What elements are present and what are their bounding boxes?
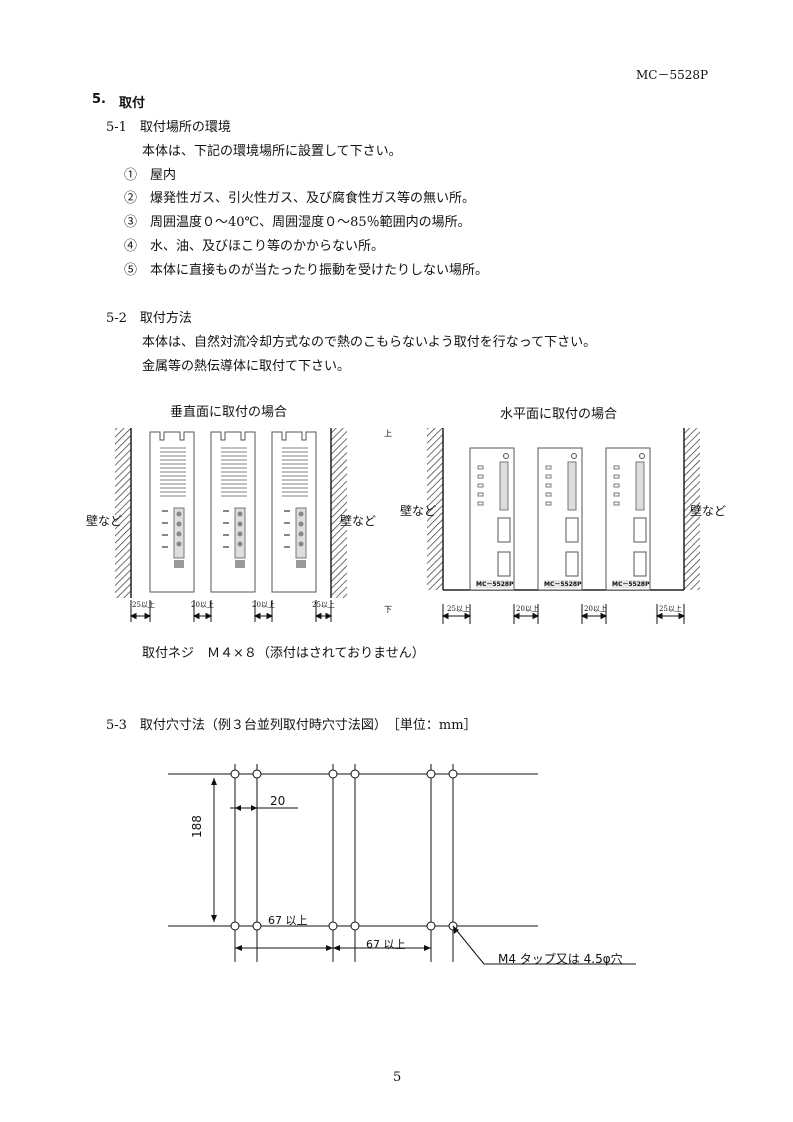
mounting-line-1: 本体は、自然対流冷却方式なので熱のこもらないよう取付を行なって下さい。 xyxy=(142,335,597,350)
horizontal-unit-3 xyxy=(605,447,651,591)
environment-item-4: ④ 水、油、及びほこり等のかからない所。 xyxy=(124,239,385,254)
environment-item-2: ② 爆発性ガス、引火性ガス、及び腐食性ガス等の無い所。 xyxy=(124,191,476,206)
vertical-mount-title: 垂直面に取付の場合 xyxy=(170,405,288,420)
environment-item-3: ③ 周囲温度０～40℃、周囲湿度０～85％範囲内の場所。 xyxy=(124,215,471,230)
unit-model-label-2: MC－5528P xyxy=(544,581,582,588)
vertical-unit-2 xyxy=(210,431,256,593)
subsection-heading-5-1: 5-1 取付場所の環境 xyxy=(106,120,231,135)
left-wall-hatch xyxy=(115,428,131,598)
wall-label-mid-right: 壁など xyxy=(400,504,437,518)
environment-item-5: ⑤ 本体に直接ものが当たったり振動を受けたりしない場所。 xyxy=(124,263,489,278)
dim-67-label-b: 67 以上 xyxy=(366,938,406,951)
screw-note: 取付ネジ Ｍ４×８（添付はされておりません） xyxy=(142,646,425,661)
horizontal-unit-2 xyxy=(537,447,583,591)
doc-code: MC－5528P xyxy=(636,68,709,82)
horizontal-unit-1 xyxy=(469,447,515,591)
h-gap-label-3: 20以上 xyxy=(584,605,607,613)
wall-label-right: 壁など xyxy=(690,504,727,518)
horizontal-gap-arrows xyxy=(441,604,686,624)
v-gap-label-3: 20以上 xyxy=(252,601,275,609)
hole-spec-label: M4 タップ又は 4.5φ穴 xyxy=(498,952,623,966)
subsection-heading-5-2: 5-2 取付方法 xyxy=(106,311,192,326)
v-gap-label-4: 25以上 xyxy=(312,601,335,609)
right-wall-hatch xyxy=(331,428,347,598)
v-gap-label-1: 25以上 xyxy=(132,601,155,609)
horizontal-mount-title: 水平面に取付の場合 xyxy=(500,407,618,422)
dim-188-label: 188 xyxy=(190,815,204,838)
vertical-unit-1 xyxy=(149,431,195,593)
section-number: 5. xyxy=(92,92,106,107)
vertical-unit-3 xyxy=(271,431,317,593)
wall-label-mid-left: 壁など xyxy=(340,514,377,528)
subsection-heading-5-3: 5-3 取付穴寸法（例３台並列取付時穴寸法図） ［単位：mm］ xyxy=(106,718,477,733)
up-label: 上 xyxy=(384,429,392,438)
h-gap-label-2: 20以上 xyxy=(516,605,539,613)
dim-67-label-a: 67 以上 xyxy=(268,914,308,927)
unit-model-label-3: MC－5528P xyxy=(612,581,650,588)
page-number: 5 xyxy=(393,1070,402,1085)
down-label: 下 xyxy=(384,605,392,614)
environment-intro: 本体は、下記の環境場所に設置して下さい。 xyxy=(142,144,402,159)
wall-label-left: 壁など xyxy=(86,514,123,528)
dim-20-label: 20 xyxy=(270,794,286,808)
mounting-line-2: 金属等の熱伝導体に取付て下さい。 xyxy=(142,359,351,374)
unit-model-label-1: MC－5528P xyxy=(476,581,514,588)
h-gap-label-4: 25以上 xyxy=(659,605,682,613)
v-gap-label-2: 20以上 xyxy=(191,601,214,609)
h-gap-label-1: 25以上 xyxy=(447,605,470,613)
hole-dimension-arrowheads xyxy=(211,778,459,951)
environment-item-1: ① 屋内 xyxy=(124,168,177,183)
hole-drawing xyxy=(168,764,636,965)
section-title: 取付 xyxy=(119,96,146,111)
vertical-gap-arrows xyxy=(129,600,333,622)
